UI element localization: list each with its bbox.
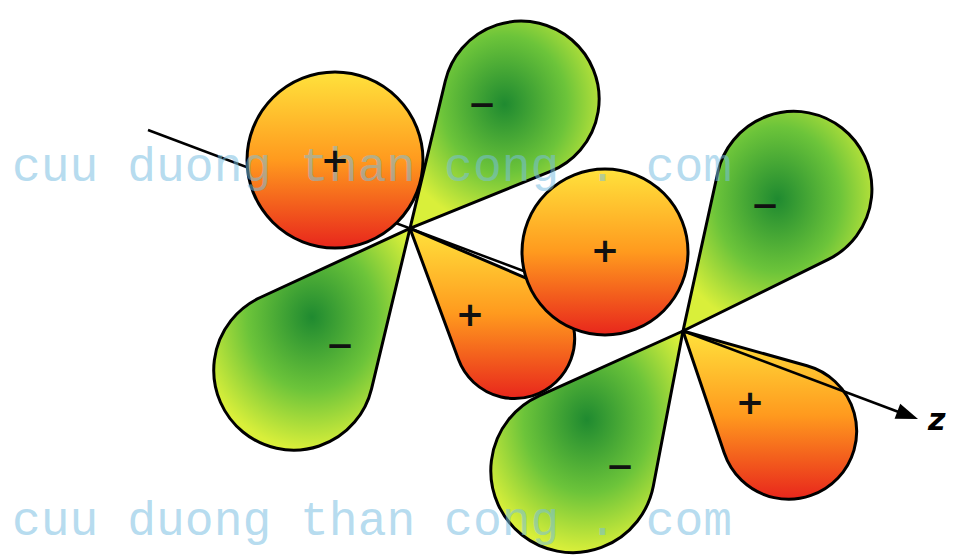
orbital-lobe: [214, 228, 410, 450]
phase-sign: +: [736, 385, 765, 419]
orbital-lobe: [683, 331, 857, 499]
phase-sign: −: [326, 328, 355, 362]
phase-sign: −: [468, 87, 497, 121]
axis-arrowhead: [895, 404, 918, 419]
phase-sign: +: [321, 143, 350, 177]
phase-sign: +: [591, 233, 620, 267]
watermark: cuu duong than cong . com: [12, 498, 732, 546]
orbital-lobe: [522, 169, 688, 335]
phase-sign: +: [456, 297, 485, 331]
axis-line: [683, 331, 900, 413]
phase-sign: −: [606, 449, 635, 483]
phase-sign: −: [751, 188, 780, 222]
watermark: cuu duong than cong . com: [12, 144, 732, 192]
axis-label: z: [928, 405, 945, 435]
